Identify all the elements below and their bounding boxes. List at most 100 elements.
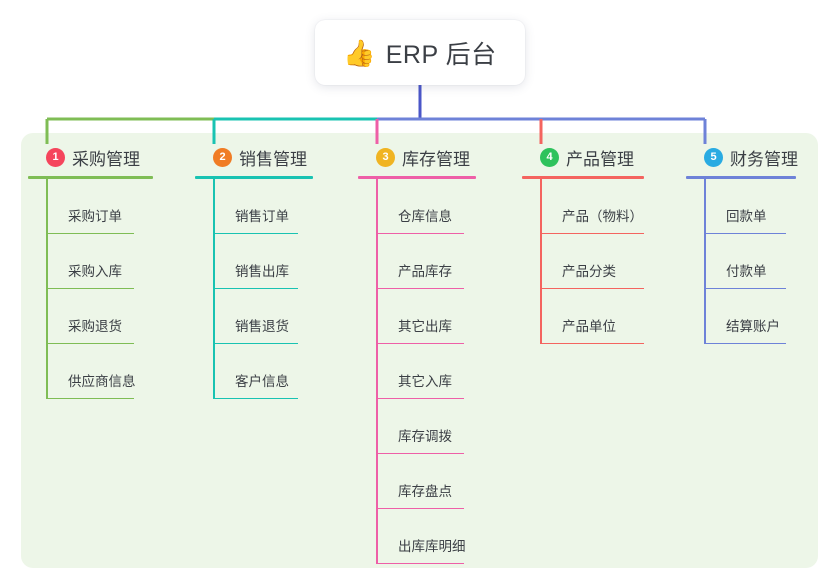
branch-item-rule [704, 287, 786, 289]
branch-header-1[interactable]: 1 采购管理 [28, 144, 153, 170]
branch-spine [704, 179, 706, 344]
branch-number-badge: 1 [46, 147, 65, 167]
branch-spine [540, 179, 542, 344]
branch-item[interactable]: 结算账户 [704, 289, 796, 344]
branch-header-rule [358, 176, 476, 179]
branch-item[interactable]: 库存盘点 [376, 454, 476, 509]
branch-item[interactable]: 回款单 [704, 179, 796, 234]
branch-item[interactable]: 销售订单 [213, 179, 313, 234]
branch-item-rule [213, 397, 298, 399]
branch-item-label: 采购入库 [68, 264, 122, 279]
branch-item-label: 销售退货 [235, 319, 289, 334]
branch-item-rule [376, 287, 464, 289]
branch-item-rule [46, 397, 134, 399]
branch-item-label: 产品（物料） [562, 209, 643, 224]
branch-item-label: 销售出库 [235, 264, 289, 279]
branch-item-label: 付款单 [726, 264, 767, 279]
branch-item[interactable]: 其它入库 [376, 344, 476, 399]
branch-item[interactable]: 客户信息 [213, 344, 313, 399]
branch-item-list: 采购订单采购入库采购退货供应商信息 [46, 179, 153, 399]
branch-item-rule [376, 452, 464, 454]
branch-item-rule [376, 232, 464, 234]
branch-column-3: 3 库存管理仓库信息产品库存其它出库其它入库库存调拨库存盘点出库库明细 [358, 144, 476, 564]
branch-item-rule [376, 397, 464, 399]
branch-spine [213, 179, 215, 399]
branch-item-rule [540, 342, 644, 344]
branch-item[interactable]: 仓库信息 [376, 179, 476, 234]
branch-item[interactable]: 产品库存 [376, 234, 476, 289]
branch-item[interactable]: 出库库明细 [376, 509, 476, 564]
branch-title: 采购管理 [72, 149, 140, 169]
branch-header-3[interactable]: 3 库存管理 [358, 144, 476, 170]
branch-title: 销售管理 [239, 149, 307, 169]
branch-item-rule [540, 287, 644, 289]
branch-item-label: 库存调拨 [398, 429, 452, 444]
branch-column-4: 4 产品管理产品（物料） 产品分类产品单位 [522, 144, 644, 344]
branch-item[interactable]: 销售出库 [213, 234, 313, 289]
branch-item-label: 出库库明细 [398, 539, 466, 554]
branch-item-rule [213, 232, 298, 234]
branch-header-rule [28, 176, 153, 179]
branch-spine [46, 179, 48, 399]
branch-item-rule [46, 342, 134, 344]
branch-header-rule [686, 176, 796, 179]
branch-item-rule [46, 287, 134, 289]
branch-item[interactable]: 库存调拨 [376, 399, 476, 454]
branch-title: 库存管理 [402, 149, 470, 169]
branch-item-label: 客户信息 [235, 374, 289, 389]
branch-item-rule [213, 287, 298, 289]
branch-item-label: 结算账户 [726, 319, 780, 334]
branch-item[interactable]: 产品单位 [540, 289, 644, 344]
thumbs-up-icon: 👍 [343, 37, 376, 68]
branch-item-list: 回款单付款单结算账户 [704, 179, 796, 344]
branch-item-label: 采购订单 [68, 209, 122, 224]
branch-item-label: 产品单位 [562, 319, 616, 334]
branches-panel [21, 133, 818, 568]
branch-item[interactable]: 采购退货 [46, 289, 153, 344]
branch-item-label: 销售订单 [235, 209, 289, 224]
branch-item[interactable]: 产品分类 [540, 234, 644, 289]
branch-item-label: 回款单 [726, 209, 767, 224]
branch-item-label: 供应商信息 [68, 374, 136, 389]
branch-item-list: 销售订单销售出库销售退货客户信息 [213, 179, 313, 399]
branch-item-rule [540, 232, 644, 234]
branch-item-list: 仓库信息产品库存其它出库其它入库库存调拨库存盘点出库库明细 [376, 179, 476, 564]
branch-item-label: 其它入库 [398, 374, 452, 389]
branch-item-rule [213, 342, 298, 344]
branch-number-badge: 5 [704, 147, 723, 167]
branch-number-badge: 2 [213, 147, 232, 167]
branch-item-label: 仓库信息 [398, 209, 452, 224]
branch-item[interactable]: 产品（物料） [540, 179, 644, 234]
branch-item-rule [376, 562, 464, 564]
branch-item-label: 产品分类 [562, 264, 616, 279]
branch-header-2[interactable]: 2 销售管理 [195, 144, 313, 170]
branch-header-rule [195, 176, 313, 179]
branch-item-list: 产品（物料） 产品分类产品单位 [540, 179, 644, 344]
branch-title: 产品管理 [566, 149, 634, 169]
branch-item[interactable]: 销售退货 [213, 289, 313, 344]
branch-column-1: 1 采购管理采购订单采购入库采购退货供应商信息 [28, 144, 153, 399]
branch-item[interactable]: 采购入库 [46, 234, 153, 289]
branch-item[interactable]: 其它出库 [376, 289, 476, 344]
branch-item-label: 其它出库 [398, 319, 452, 334]
root-node-title: ERP 后台 [385, 40, 497, 69]
branch-item[interactable]: 付款单 [704, 234, 796, 289]
branch-number-badge: 3 [376, 147, 395, 167]
branch-item-label: 库存盘点 [398, 484, 452, 499]
branch-header-4[interactable]: 4 产品管理 [522, 144, 644, 170]
root-node-card[interactable]: 👍 ERP 后台 [315, 20, 525, 85]
branch-column-2: 2 销售管理销售订单销售出库销售退货客户信息 [195, 144, 313, 399]
branch-item-rule [376, 342, 464, 344]
branch-number-badge: 4 [540, 147, 559, 167]
branch-item-rule [704, 342, 786, 344]
branch-item-rule [704, 232, 786, 234]
branch-spine [376, 179, 378, 564]
branch-item[interactable]: 供应商信息 [46, 344, 153, 399]
branch-header-rule [522, 176, 644, 179]
branch-item[interactable]: 采购订单 [46, 179, 153, 234]
branch-item-rule [376, 507, 464, 509]
branch-item-label: 采购退货 [68, 319, 122, 334]
